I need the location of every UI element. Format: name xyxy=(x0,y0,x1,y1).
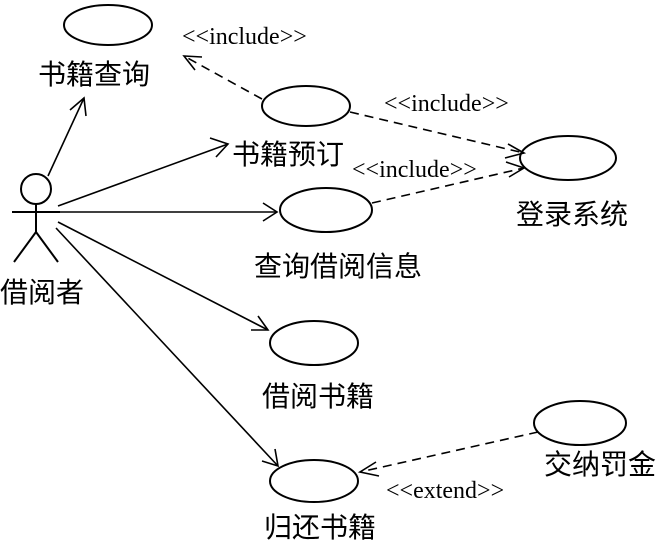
arrowhead xyxy=(69,96,87,117)
association-borrow xyxy=(57,221,270,331)
use-case-borrow xyxy=(269,320,359,366)
use-case-login-label: 登录系统 xyxy=(516,198,628,231)
arrowhead xyxy=(504,143,527,159)
actor-right-leg xyxy=(35,231,59,263)
use-case-search-label: 书籍查询 xyxy=(38,58,150,91)
actor-head xyxy=(20,173,52,205)
use-case-borrow-label: 借阅书籍 xyxy=(262,380,374,413)
use-case-return-label: 归还书籍 xyxy=(264,511,376,542)
actor-label: 借阅者 xyxy=(0,276,84,309)
use-case-login xyxy=(519,135,617,181)
extend-fine-return xyxy=(357,431,539,477)
include-query-login xyxy=(371,161,526,204)
use-case-fine xyxy=(533,400,627,446)
stereotype-include-3: <<include>> xyxy=(352,157,477,183)
include-reserve-search xyxy=(182,55,263,100)
stereotype-extend: <<extend>> xyxy=(386,478,504,504)
association-search xyxy=(47,96,87,177)
arrowhead xyxy=(357,461,380,477)
use-case-reserve-label: 书籍预订 xyxy=(232,138,344,171)
use-case-query-borrow-label: 查询借阅信息 xyxy=(254,250,422,283)
association-return xyxy=(55,227,280,468)
association-query-borrow xyxy=(58,202,279,222)
actor-borrower xyxy=(12,173,60,263)
include-reserve-login xyxy=(349,111,527,159)
association-reserve xyxy=(57,137,230,207)
arrowhead xyxy=(251,315,270,331)
arrowhead xyxy=(262,202,279,222)
use-case-fine-label: 交纳罚金 xyxy=(544,448,656,481)
use-case-reserve xyxy=(261,85,351,127)
arrowhead xyxy=(209,137,230,158)
use-case-return xyxy=(269,459,359,503)
stereotype-include-1: <<include>> xyxy=(182,24,307,50)
actor-left-leg xyxy=(13,231,37,263)
arrowhead xyxy=(505,161,526,178)
arrowhead xyxy=(261,448,280,468)
use-case-query-borrow xyxy=(279,187,373,233)
use-case-search xyxy=(63,4,153,46)
arrowhead xyxy=(182,55,203,71)
stereotype-include-2: <<include>> xyxy=(384,91,509,117)
